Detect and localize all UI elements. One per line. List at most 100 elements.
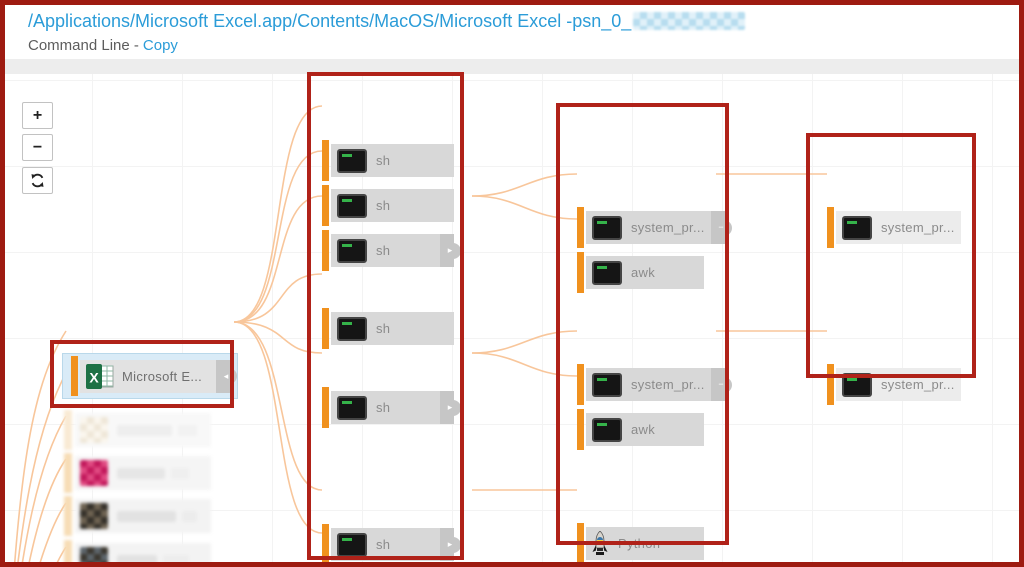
- expand-handle[interactable]: ▸: [440, 234, 454, 267]
- command-line-value: /Applications/Microsoft Excel.app/Conten…: [28, 11, 746, 32]
- redacted-text: [178, 424, 197, 436]
- node-system-profiler-1[interactable]: system_pr... −: [577, 207, 725, 248]
- redacted-icon: [80, 547, 108, 562]
- annotation-box-middle-column: [556, 103, 729, 545]
- redacted-node-row[interactable]: [64, 410, 211, 450]
- process-graph-canvas[interactable]: + − X Microsoft E... ◂: [5, 59, 1019, 562]
- process-name: system_pr...: [631, 377, 705, 392]
- copy-command-link[interactable]: Copy: [142, 37, 178, 54]
- collapsed-icon: −: [718, 379, 724, 389]
- redacted-text: [181, 510, 197, 522]
- node-system-profiler-2[interactable]: system_pr... −: [577, 364, 725, 405]
- node-sh-1[interactable]: sh: [322, 140, 454, 181]
- process-accent-bar: [322, 524, 329, 562]
- terminal-icon: [592, 417, 622, 442]
- terminal-icon: [592, 372, 622, 397]
- header: /Applications/Microsoft Excel.app/Conten…: [5, 5, 1019, 59]
- refresh-icon: [31, 173, 44, 188]
- command-line-text: /Applications/Microsoft Excel.app/Conten…: [28, 11, 632, 31]
- process-accent-bar: [64, 453, 72, 493]
- node-awk-2[interactable]: awk: [577, 409, 704, 450]
- node-system-profiler-3[interactable]: system_pr...: [827, 207, 961, 248]
- canvas-top-band: [5, 59, 1019, 74]
- process-name: awk: [631, 422, 656, 437]
- node-sh-5[interactable]: sh ▸: [322, 387, 454, 428]
- process-accent-bar: [322, 308, 329, 349]
- process-accent-bar: [64, 496, 72, 536]
- collapsed-icon: −: [718, 222, 724, 232]
- redacted-text: [163, 554, 189, 562]
- redacted-icon: [80, 417, 108, 443]
- node-system-profiler-4[interactable]: system_pr...: [827, 364, 961, 405]
- redacted-icon: [80, 460, 108, 486]
- redacted-text: [117, 554, 157, 562]
- field-label: Command Line -: [28, 37, 139, 54]
- process-accent-bar: [577, 523, 584, 562]
- refresh-button[interactable]: [22, 167, 53, 194]
- redacted-text: [117, 510, 176, 522]
- expand-arrow-icon: ▸: [447, 402, 453, 412]
- redacted-process-args: [633, 12, 746, 30]
- zoom-in-button[interactable]: +: [22, 102, 53, 129]
- redacted-text: [117, 424, 173, 436]
- process-accent-bar: [71, 356, 78, 396]
- node-awk-1[interactable]: awk: [577, 252, 704, 293]
- process-accent-bar: [64, 540, 72, 562]
- process-accent-bar: [322, 387, 329, 428]
- excel-icon: X: [86, 363, 114, 389]
- collapse-arrow-icon: ◂: [223, 370, 229, 381]
- process-accent-bar: [322, 185, 329, 226]
- node-microsoft-excel[interactable]: X Microsoft E... ◂: [62, 353, 238, 399]
- terminal-icon: [337, 193, 367, 218]
- terminal-icon: [842, 215, 872, 240]
- zoom-out-button[interactable]: −: [22, 134, 53, 161]
- command-line-caption: Command Line -Copy: [28, 37, 178, 54]
- minus-icon: −: [32, 138, 43, 156]
- process-accent-bar: [64, 410, 72, 450]
- node-sh-6[interactable]: sh ▸: [322, 524, 454, 562]
- terminal-icon: [337, 238, 367, 263]
- process-name: sh: [376, 153, 391, 168]
- node-python[interactable]: Python: [577, 523, 704, 562]
- python-rocket-icon: [592, 530, 608, 555]
- process-accent-bar: [827, 364, 834, 405]
- terminal-icon: [592, 215, 622, 240]
- process-accent-bar: [577, 207, 584, 248]
- process-name: sh: [376, 321, 391, 336]
- process-name: Microsoft E...: [122, 368, 203, 384]
- expand-handle[interactable]: ▸: [440, 391, 454, 424]
- process-name: system_pr...: [881, 220, 955, 235]
- expand-handle[interactable]: −: [711, 211, 725, 244]
- expand-arrow-icon: ▸: [447, 539, 453, 549]
- collapse-handle[interactable]: ◂: [216, 359, 230, 393]
- process-accent-bar: [322, 140, 329, 181]
- process-name: sh: [376, 400, 391, 415]
- redacted-node-row[interactable]: [64, 540, 211, 562]
- expand-handle[interactable]: ▸: [440, 528, 454, 561]
- redacted-node-row[interactable]: [64, 496, 211, 536]
- annotation-box-right-column: [806, 133, 976, 378]
- plus-icon: +: [32, 106, 43, 124]
- process-name: sh: [376, 198, 391, 213]
- terminal-icon: [337, 395, 367, 420]
- process-name: sh: [376, 537, 391, 552]
- terminal-icon: [842, 372, 872, 397]
- expand-arrow-icon: ▸: [447, 245, 453, 255]
- process-name: system_pr...: [881, 377, 955, 392]
- process-name: awk: [631, 265, 656, 280]
- expand-handle[interactable]: −: [711, 368, 725, 401]
- node-sh-4[interactable]: sh: [322, 308, 454, 349]
- node-sh-2[interactable]: sh: [322, 185, 454, 226]
- redacted-text: [171, 467, 189, 479]
- node-sh-3[interactable]: sh ▸: [322, 230, 454, 271]
- redacted-icon: [80, 503, 108, 529]
- process-accent-bar: [322, 230, 329, 271]
- svg-text:X: X: [89, 369, 99, 385]
- process-accent-bar: [577, 364, 584, 405]
- process-accent-bar: [577, 252, 584, 293]
- terminal-icon: [337, 316, 367, 341]
- terminal-icon: [592, 260, 622, 285]
- redacted-node-row[interactable]: [64, 453, 211, 493]
- terminal-icon: [337, 532, 367, 557]
